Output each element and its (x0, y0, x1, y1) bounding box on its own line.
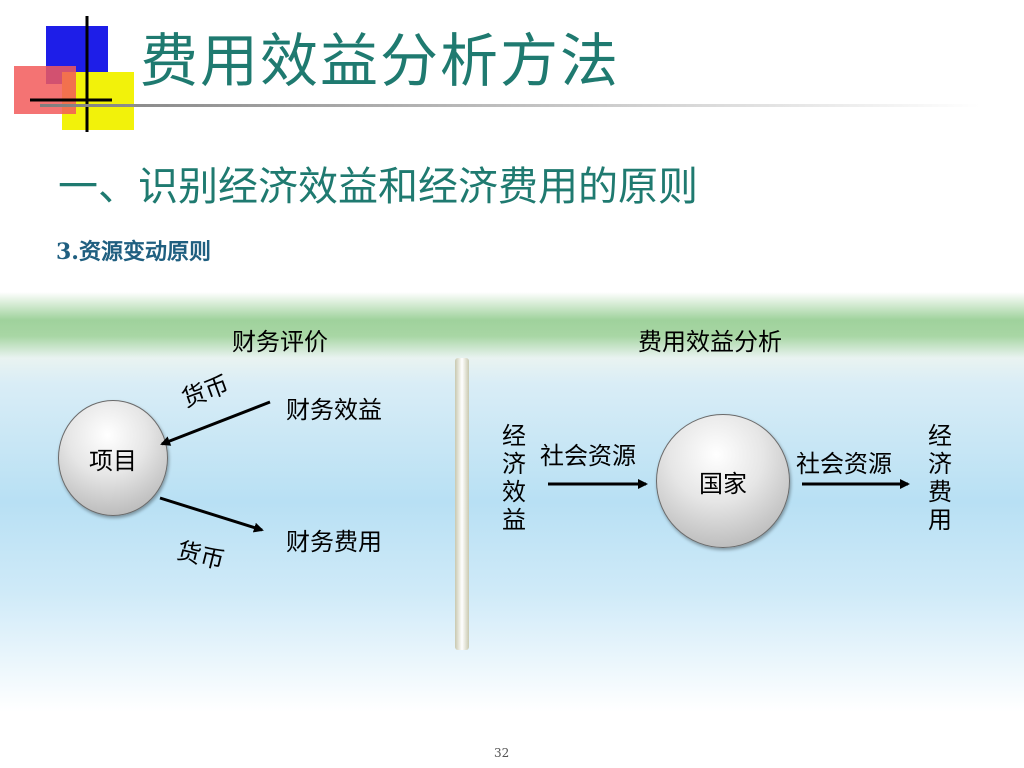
title-underline (40, 104, 980, 107)
social-resource-in-label: 社会资源 (540, 442, 636, 470)
principle-heading: 3.资源变动原则 (56, 239, 211, 265)
economic-benefit-vertical-label: 经济效益 (502, 422, 526, 534)
cost-benefit-analysis-heading: 费用效益分析 (638, 328, 782, 356)
cost-arrow (159, 496, 264, 533)
project-node: 项目 (58, 400, 168, 516)
financial-evaluation-heading: 财务评价 (232, 328, 328, 356)
financial-cost-label: 财务费用 (286, 528, 382, 556)
logo-squares-decoration (14, 16, 134, 132)
social-resource-out-label: 社会资源 (796, 450, 892, 478)
state-node-label: 国家 (699, 469, 747, 498)
economic-cost-vertical-label: 经济费用 (928, 422, 952, 534)
benefit-arrow (160, 400, 271, 446)
page-number: 32 (494, 746, 510, 760)
financial-benefit-label: 财务效益 (286, 396, 382, 424)
state-node: 国家 (656, 414, 790, 548)
slide-title: 费用效益分析方法 (140, 27, 621, 95)
project-node-label: 项目 (89, 446, 137, 475)
section-subtitle: 一、识别经济效益和经济费用的原则 (58, 164, 698, 210)
panel-divider (455, 358, 469, 650)
